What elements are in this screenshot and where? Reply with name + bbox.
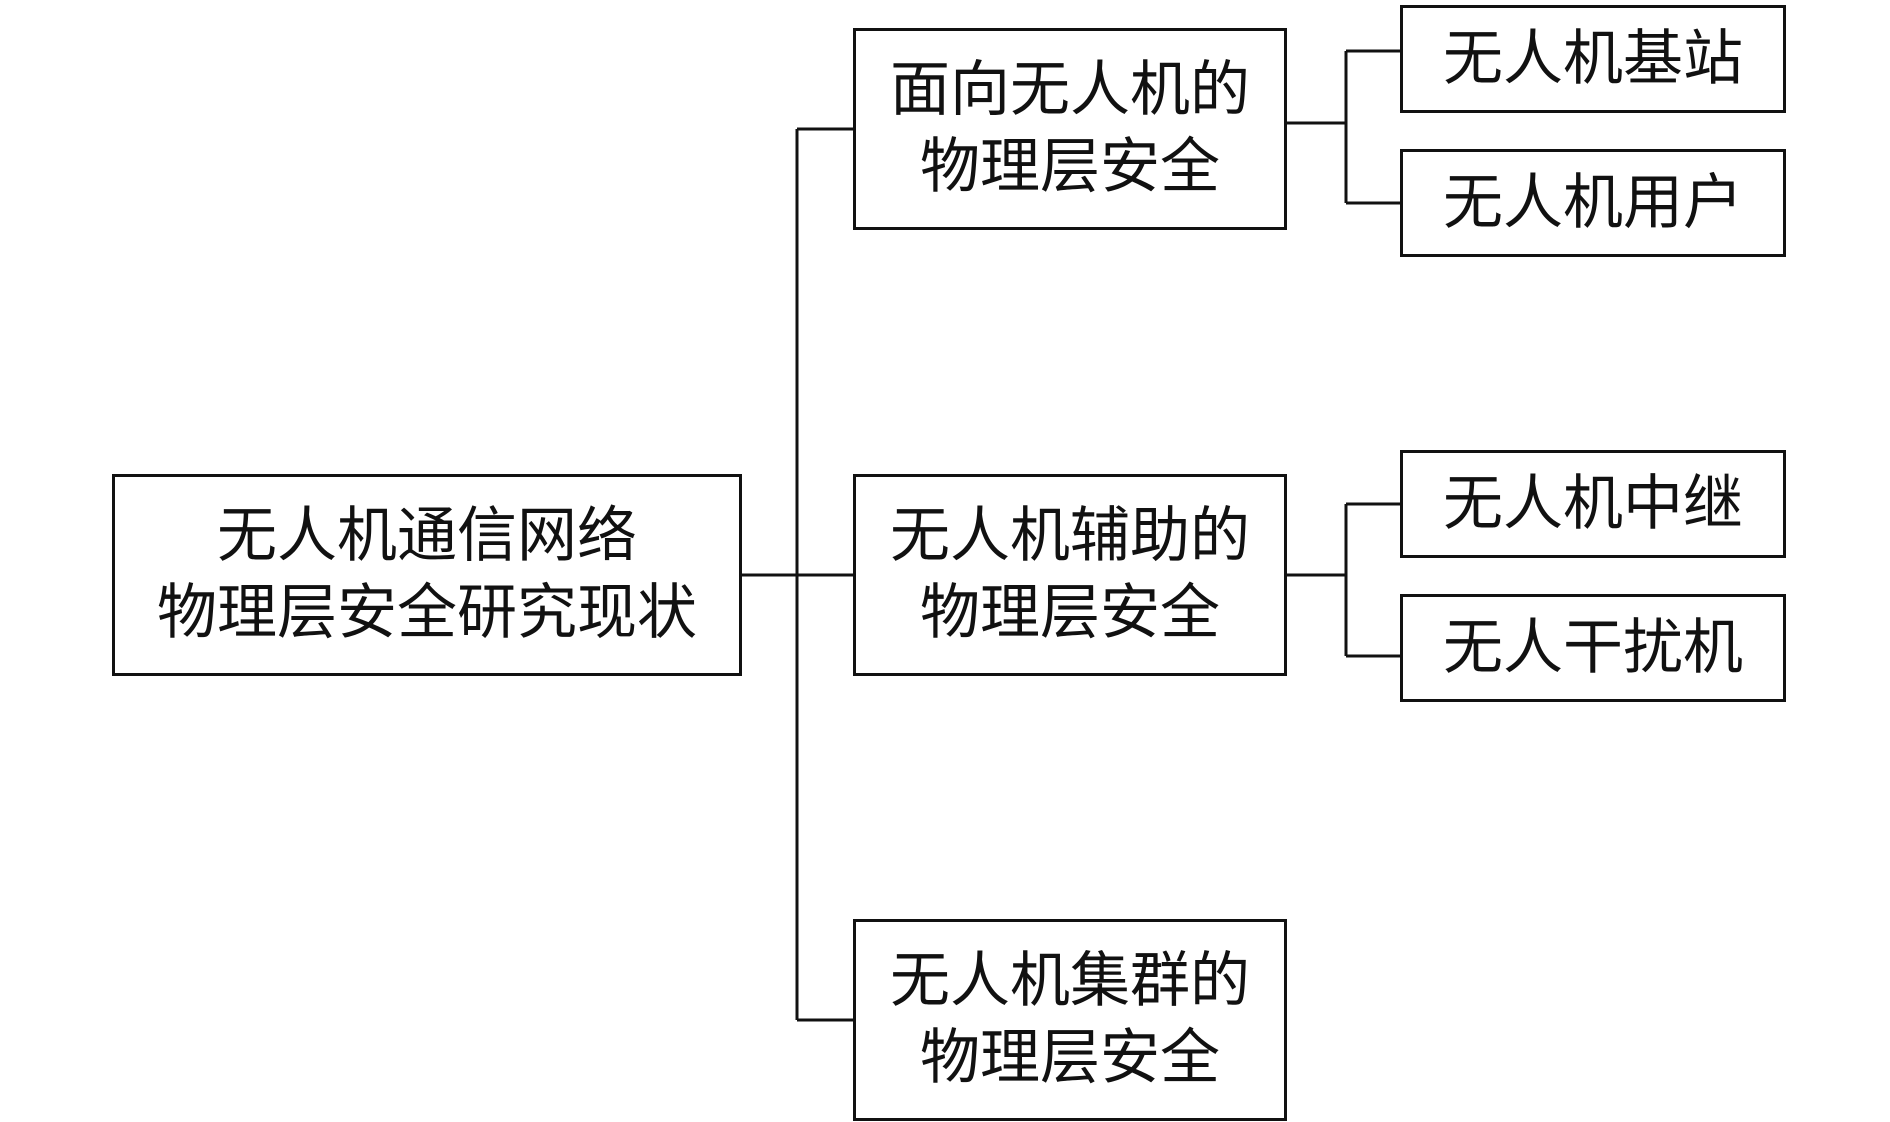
branch-2-label-line-1: 无人机辅助的 [890,501,1250,572]
branch-1-label-line-1: 面向无人机的 [890,55,1250,126]
branch-2-label-line-2: 物理层安全 [920,578,1220,648]
leaf-node-uav-user: 无人机用户 [1400,149,1786,257]
branch-node-uav-swarm: 无人机集群的 物理层安全 [853,919,1287,1121]
root-title-line-2: 物理层安全研究现状 [157,578,697,648]
leaf-4-label: 无人干扰机 [1443,612,1743,683]
leaf-node-uav-relay: 无人机中继 [1400,450,1786,558]
branch-3-label-line-1: 无人机集群的 [890,946,1250,1017]
leaf-node-uav-base-station: 无人机基站 [1400,5,1786,113]
root-node: 无人机通信网络 物理层安全研究现状 [112,474,742,676]
branch-node-uav-oriented: 面向无人机的 物理层安全 [853,28,1287,230]
root-title-line-1: 无人机通信网络 [217,501,637,572]
branch-3-label-line-2: 物理层安全 [920,1023,1220,1093]
leaf-1-label: 无人机基站 [1443,23,1743,94]
branch-node-uav-assisted: 无人机辅助的 物理层安全 [853,474,1287,676]
leaf-3-label: 无人机中继 [1443,468,1743,539]
branch-1-label-line-2: 物理层安全 [920,132,1220,202]
leaf-2-label: 无人机用户 [1443,167,1743,238]
leaf-node-uav-jammer: 无人干扰机 [1400,594,1786,702]
